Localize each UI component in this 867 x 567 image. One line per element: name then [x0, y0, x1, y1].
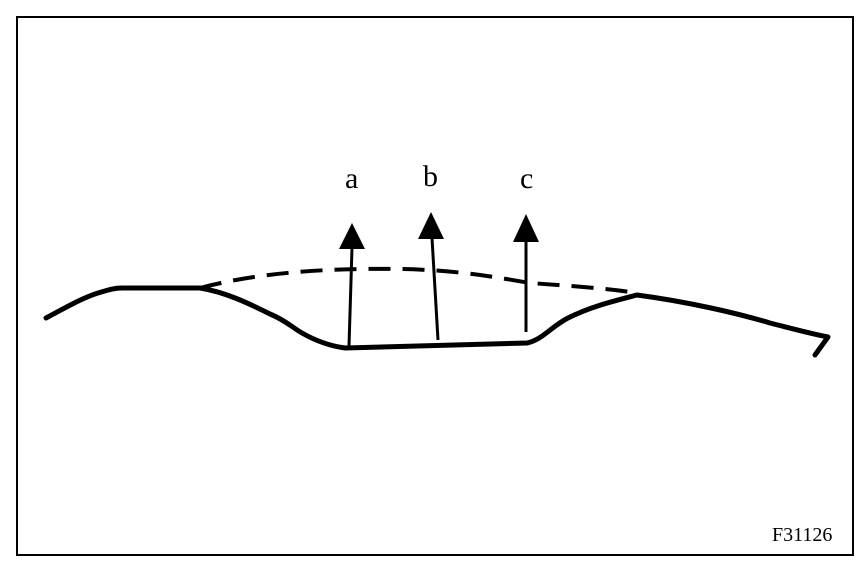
reference-contour-dashed	[199, 266, 638, 295]
arrow-a-head	[339, 223, 365, 249]
arrow-c-label: c	[520, 162, 533, 195]
arrow-b-shaft	[430, 237, 440, 341]
arrow-c-head	[513, 214, 539, 242]
profile-contour-solid	[43, 285, 831, 358]
arrow-b-label: b	[423, 160, 438, 193]
arrow-b-head	[418, 212, 444, 239]
arrow-a-label: a	[345, 162, 358, 195]
figure-code: F31126	[772, 524, 832, 546]
arrow-a-shaft	[347, 247, 354, 347]
